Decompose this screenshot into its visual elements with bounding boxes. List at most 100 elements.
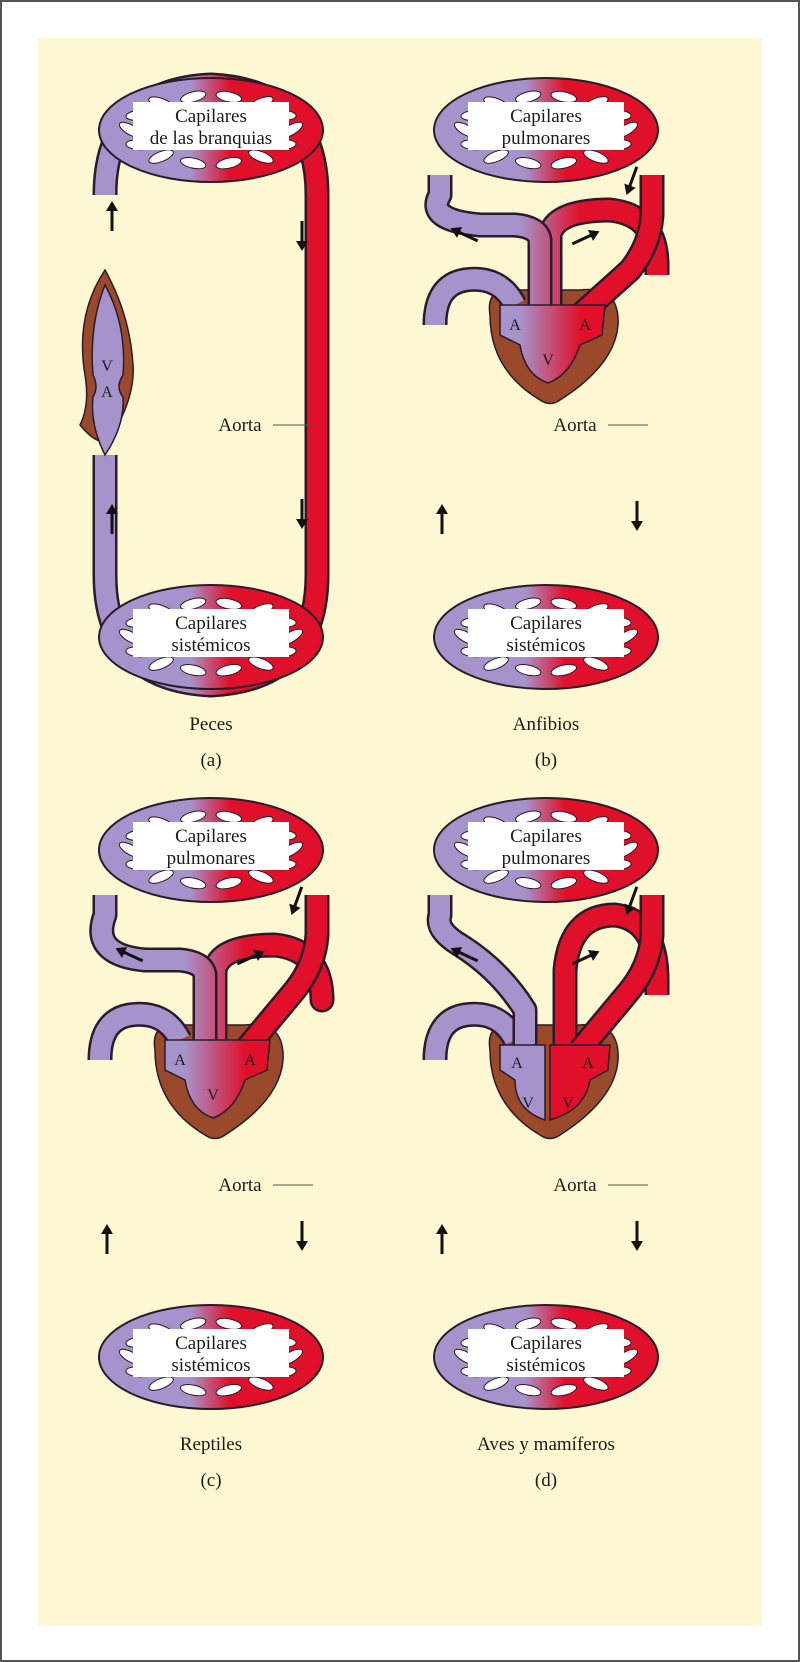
flow-arrow-icon <box>450 947 479 963</box>
capillary-gap <box>550 90 578 103</box>
capillary-gap <box>483 869 509 884</box>
atrium-label: A <box>509 317 521 334</box>
capillary-label-line1: Capilares <box>510 1333 582 1354</box>
aorta-label: Aorta <box>553 415 597 436</box>
capillary-gap <box>483 149 509 164</box>
capillary-gap <box>180 597 207 611</box>
panel-letter: (b) <box>535 750 557 771</box>
capillary-gap <box>215 810 243 823</box>
pulmonary-vein <box>572 895 662 1057</box>
capillary-label-line2: de las branquias <box>150 128 272 149</box>
capillary-label-line2: sistémicos <box>506 1355 585 1376</box>
flow-arrow-icon <box>631 1221 643 1251</box>
capillary-gap <box>179 1384 207 1397</box>
flow-arrow-icon <box>296 221 308 251</box>
capillary-gap <box>515 1317 542 1331</box>
capillary-gap <box>215 597 243 610</box>
flow-arrow-icon <box>236 950 265 966</box>
flow-arrow-icon <box>571 950 600 966</box>
atrium-label: A <box>101 384 113 401</box>
flow-arrow-icon <box>106 504 118 534</box>
capillary-gap <box>248 656 274 671</box>
capillary-gap <box>179 664 207 677</box>
aorta-label: Aorta <box>553 1175 597 1196</box>
flow-arrow-icon <box>296 499 308 529</box>
flow-arrow-icon <box>450 227 479 243</box>
arrow-head <box>624 183 636 196</box>
atrium-label: A <box>579 317 591 334</box>
panel-letter: (d) <box>535 1470 557 1491</box>
flow-arrow-icon <box>296 1221 308 1251</box>
arrow-shaft <box>627 166 639 189</box>
capillary-gap <box>180 810 207 824</box>
capillary-gap <box>215 1383 243 1397</box>
capillary-gap <box>583 149 609 164</box>
capillary-gap <box>550 663 578 677</box>
pulmonary-vein <box>237 895 327 1057</box>
capillary-label-line2: sistémicos <box>171 635 250 656</box>
flow-arrow-icon <box>101 1224 113 1254</box>
capillary-gap <box>215 663 243 677</box>
arrow-shaft <box>236 953 258 966</box>
capillary-label-line1: Capilares <box>175 613 247 634</box>
atrium-label: A <box>582 1055 594 1072</box>
capillary-gap <box>550 810 578 823</box>
flow-arrow-icon <box>289 886 304 916</box>
capillary-label-line2: pulmonares <box>502 848 591 869</box>
arrow-head <box>450 947 463 958</box>
capillary-gap <box>550 876 578 890</box>
capillary-gap <box>550 156 578 170</box>
capillary-gap <box>215 156 243 170</box>
capillary-gap <box>550 1383 578 1397</box>
capillary-gap <box>514 1384 542 1397</box>
atrium-label: A <box>511 1055 523 1072</box>
capillary-gap <box>514 664 542 677</box>
panel-letter: (a) <box>200 750 221 771</box>
capillary-label-line1: Capilares <box>510 106 582 127</box>
arrow-head <box>101 1224 113 1234</box>
capillary-gap <box>215 1317 243 1330</box>
capillary-label-line1: Capilares <box>175 826 247 847</box>
arrow-head <box>252 950 265 961</box>
capillary-gap <box>514 157 542 170</box>
arrow-head <box>631 521 643 531</box>
flow-arrow-icon <box>631 501 643 531</box>
flow-arrow-icon <box>106 201 118 231</box>
organism-name: Aves y mamíferos <box>477 1434 615 1455</box>
ventricle-label: V <box>542 352 554 369</box>
aorta-label: Aorta <box>218 1175 262 1196</box>
arrow-shaft <box>571 953 593 966</box>
organism-name: Reptiles <box>180 1434 242 1455</box>
right-heart-chambers <box>499 1044 546 1122</box>
capillary-gap <box>550 1317 578 1330</box>
capillary-gap <box>148 656 174 671</box>
flow-arrow-icon <box>436 504 448 534</box>
arrow-head <box>106 201 118 211</box>
heart-chambers <box>164 1039 271 1119</box>
capillary-gap <box>148 1376 174 1391</box>
capillary-gap <box>583 869 609 884</box>
ventricle-label: V <box>522 1095 534 1112</box>
arrow-head <box>450 227 463 238</box>
atrium-label: A <box>244 1052 256 1069</box>
capillary-gap <box>179 157 207 170</box>
capillary-gap <box>215 876 243 890</box>
capillary-gap <box>514 877 542 890</box>
capillary-gap <box>550 597 578 610</box>
capillary-gap <box>179 877 207 890</box>
capillary-label-box <box>133 822 289 870</box>
capillary-gap <box>515 810 542 824</box>
arrow-head <box>587 230 600 241</box>
panel-birds-mammals: AVAVCapilarespulmonaresCapilaressistémic… <box>422 797 670 1491</box>
capillary-gap <box>148 149 174 164</box>
left-heart-chambers <box>549 1044 611 1121</box>
ventricle-label: V <box>101 358 113 375</box>
capillary-label-line2: pulmonares <box>502 128 591 149</box>
